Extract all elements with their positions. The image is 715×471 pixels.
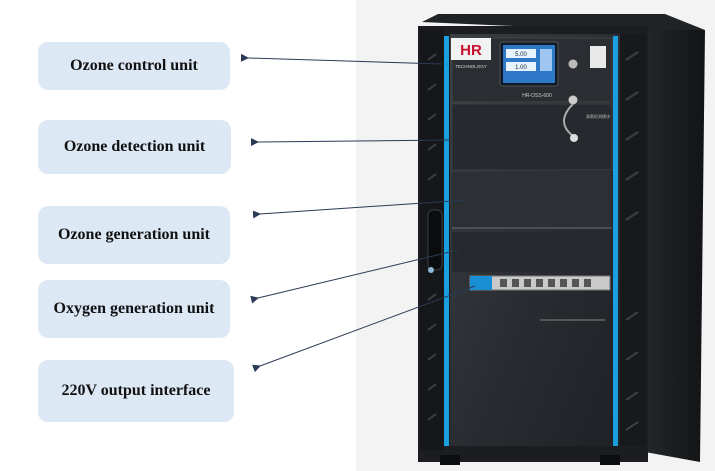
power-outlets [500,279,591,287]
screen-row-2-box [506,62,536,71]
accent-strip-right [613,36,618,446]
detection-port [570,134,578,142]
right-vent-column [620,34,646,446]
arrow-oxygen-unit [250,249,459,304]
detection-unit-panel [451,103,613,171]
server-cabinet: HR TECHNOLOGY 5.00 1.00 HR-OSS-600 臭氧检测模… [418,14,705,465]
indicator-plate [590,46,606,68]
arrow-control-unit [240,53,443,65]
detection-tube [563,103,574,137]
label-220v-output-interface: 220V output interface [38,360,234,422]
label-ozone-detection-unit: Ozone detection unit [38,120,231,174]
left-vent-slots [427,53,437,421]
label-oxygen-generation-unit: Oxygen generation unit [38,280,230,338]
control-knob [567,58,579,70]
arrow-generation-unit [252,199,469,219]
callout-arrows [240,53,476,373]
power-switch [470,276,492,290]
right-vent-slots [625,51,639,431]
arrow-detection-unit [250,138,453,147]
door-handle [427,209,443,271]
brand-sub: TECHNOLOGY [455,64,487,69]
accent-strip-left [444,36,449,446]
screen-row-1: 5.00 [515,52,527,58]
screen-side-button [540,49,552,71]
brand-logo [451,38,491,60]
lock-indicator [428,267,434,273]
arrow-output-interface [252,285,476,373]
detection-knob [567,94,579,106]
cabinet-foot-right [600,455,620,465]
brand-mark: HR [460,42,482,59]
oxygen-generation-unit [452,232,612,272]
detection-caption: 臭氧检测模块 [586,113,610,119]
label-ozone-control-unit: Ozone control unit [38,42,230,90]
cabinet-foot-left [440,455,460,465]
generation-unit [452,172,612,228]
cabinet-side-panel [645,30,705,462]
label-ozone-generation-unit: Ozone generation unit [38,206,230,264]
model-label: HR-OSS-600 [522,93,552,99]
screen-row-2: 1.00 [515,65,527,71]
screen-row-1-box [506,49,536,58]
